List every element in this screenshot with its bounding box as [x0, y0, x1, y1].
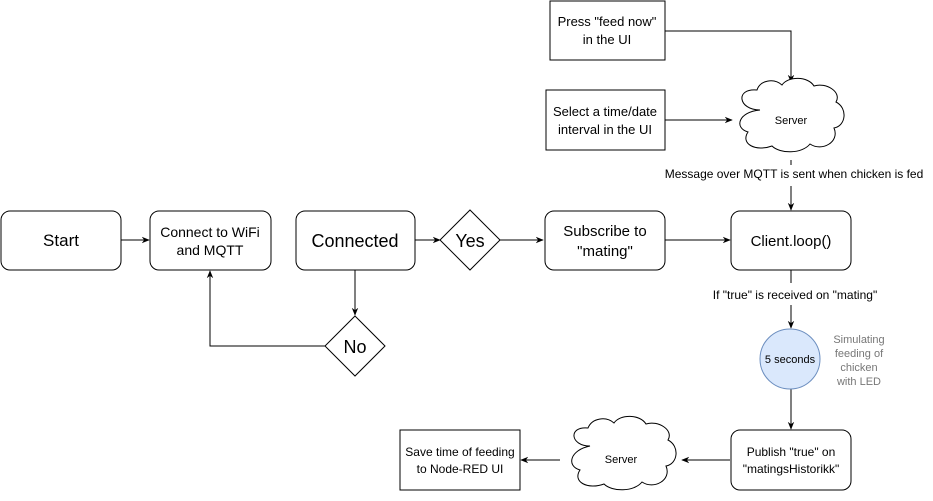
save-node: Save time of feeding to Node-RED UI — [399, 429, 521, 491]
arrow-feednow-to-server — [665, 30, 795, 83]
connect-label-line1: Connect to WiFi — [160, 224, 260, 240]
server-cloud-top: Server — [739, 77, 845, 153]
publish-node: Publish "true" on "matingsHistorikk" — [730, 429, 852, 491]
subscribe-label-line2: "mating" — [577, 243, 633, 260]
feed-now-node: Press "feed now" in the UI — [549, 0, 666, 61]
yes-label: Yes — [455, 231, 484, 251]
mqtt-message-edge-label: Message over MQTT is sent when chicken i… — [665, 167, 924, 181]
annotation-line4: with LED — [836, 376, 881, 388]
connect-node: Connect to WiFi and MQTT — [149, 210, 272, 271]
save-label-line1: Save time of feeding — [405, 445, 514, 459]
client-loop-node: Client.loop() — [730, 210, 852, 271]
feed-now-label-line2: in the UI — [583, 32, 631, 47]
publish-label-line2: "matingsHistorikk" — [743, 462, 840, 476]
server-cloud-bottom: Server — [571, 415, 677, 491]
no-label: No — [343, 337, 366, 357]
connect-label-line2: and MQTT — [177, 242, 244, 258]
five-seconds-label: 5 seconds — [765, 354, 816, 366]
connected-node: Connected — [295, 210, 416, 271]
five-seconds-timer: 5 seconds — [759, 328, 821, 390]
yes-decision: Yes — [439, 209, 501, 271]
server-top-label: Server — [775, 115, 808, 127]
connectors — [121, 30, 795, 464]
simulation-annotation: Simulating feeding of chicken with LED — [833, 334, 884, 388]
annotation-line3: chicken — [840, 362, 877, 374]
if-true-edge-label: If "true" is received on "mating" — [713, 288, 877, 302]
no-decision: No — [324, 315, 386, 377]
feed-now-label-line1: Press "feed now" — [558, 14, 657, 29]
start-label: Start — [43, 231, 79, 250]
select-interval-node: Select a time/date interval in the UI — [545, 89, 666, 151]
annotation-line2: feeding of — [835, 348, 884, 360]
start-node: Start — [0, 210, 122, 271]
server-bottom-label: Server — [605, 454, 638, 466]
select-label-line1: Select a time/date — [553, 104, 657, 119]
subscribe-node: Subscribe to "mating" — [544, 210, 666, 271]
save-label-line2: to Node-RED UI — [417, 462, 504, 476]
subscribe-label-line1: Subscribe to — [563, 223, 646, 240]
select-label-line2: interval in the UI — [558, 122, 652, 137]
client-loop-label: Client.loop() — [751, 233, 832, 250]
connected-label: Connected — [311, 231, 398, 251]
annotation-line1: Simulating — [833, 334, 884, 346]
arrow-no-to-connect — [206, 270, 325, 347]
publish-label-line1: Publish "true" on — [747, 445, 836, 459]
